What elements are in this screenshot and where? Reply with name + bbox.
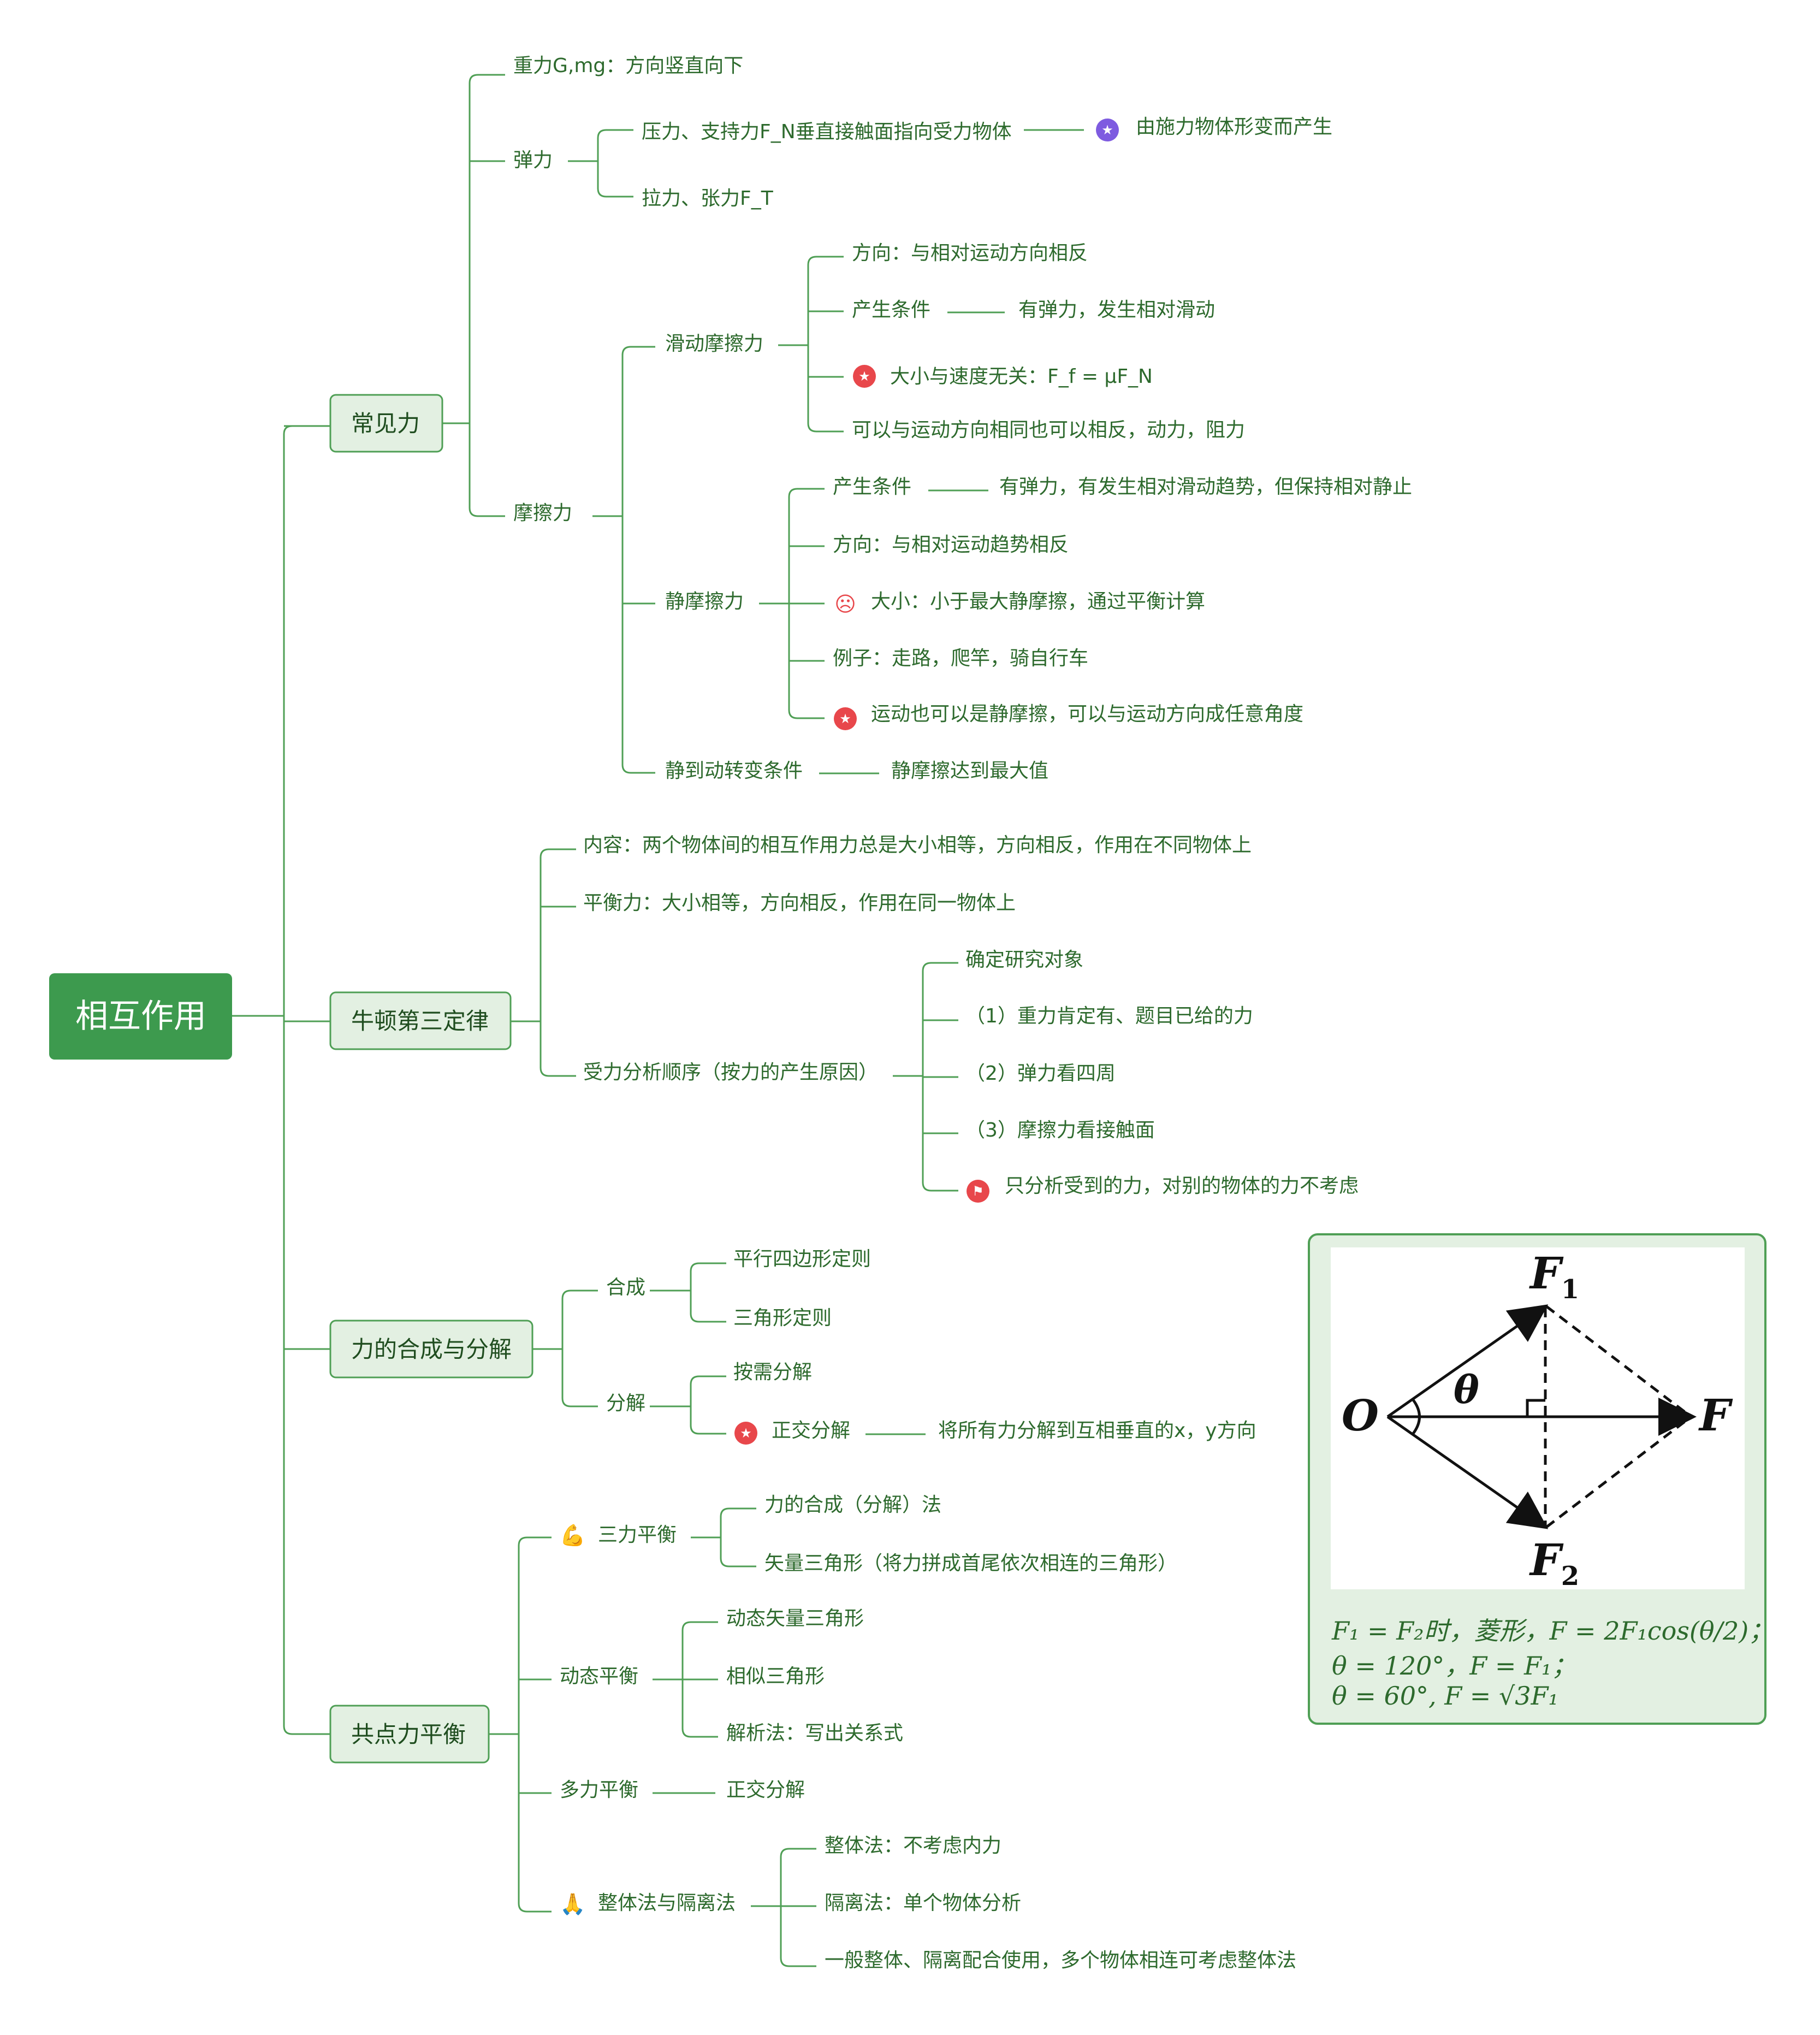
flexed-arm-icon: 💪	[560, 1523, 586, 1547]
label-f: F	[1698, 1389, 1733, 1441]
node-elastic[interactable]: 弹力	[513, 149, 553, 171]
node-n3-balance-force[interactable]: 平衡力：大小相等，方向相反，作用在同一物体上	[583, 892, 1016, 914]
flag-icon: ⚑	[967, 1180, 989, 1203]
node-order-3[interactable]: （2）弹力看四周	[965, 1062, 1116, 1085]
node-order-5[interactable]: 只分析受到的力，对别的物体的力不考虑	[1005, 1175, 1359, 1197]
star-icon: ★	[1096, 119, 1119, 141]
node-sliding-note[interactable]: 可以与运动方向相同也可以相反，动力，阻力	[852, 419, 1246, 441]
node-whole-isolation[interactable]: 整体法与隔离法	[598, 1892, 736, 1914]
rhombus-figure: O θ F1 F2 F	[1331, 1247, 1745, 1592]
node-three-force-1[interactable]: 力的合成（分解）法	[764, 1494, 942, 1516]
node-triangle-rule[interactable]: 三角形定则	[733, 1307, 832, 1329]
node-transition-value[interactable]: 静摩擦达到最大值	[891, 760, 1049, 782]
node-static-condition-value[interactable]: 有弹力，有发生相对滑动趋势，但保持相对静止	[999, 476, 1413, 498]
star-icon: ★	[834, 707, 857, 730]
node-parallelogram[interactable]: 平行四边形定则	[733, 1248, 872, 1270]
node-order-1[interactable]: 确定研究对象	[965, 949, 1084, 971]
praying-hands-icon: 🙏	[560, 1892, 586, 1916]
root-box	[49, 973, 232, 1060]
node-dynamic-2[interactable]: 相似三角形	[726, 1665, 825, 1688]
node-compose[interactable]: 合成	[606, 1276, 646, 1299]
node-sliding-direction[interactable]: 方向：与相对运动方向相反	[852, 242, 1088, 264]
note-formula-2: θ = 120°，F = F₁；	[1332, 1651, 1577, 1681]
label-f2: F2	[1529, 1534, 1579, 1589]
node-sliding-condition-value[interactable]: 有弹力，发生相对滑动	[1018, 299, 1216, 321]
node-dynamic-3[interactable]: 解析法：写出关系式	[726, 1722, 904, 1744]
node-sliding-magnitude[interactable]: 大小与速度无关：F_f = μF_N	[890, 365, 1153, 388]
node-static-friction[interactable]: 静摩擦力	[665, 590, 744, 613]
node-dynamic-1[interactable]: 动态矢量三角形	[726, 1607, 864, 1630]
node-sliding-condition[interactable]: 产生条件	[852, 299, 931, 321]
node-static-example[interactable]: 例子：走路，爬竿，骑自行车	[833, 647, 1089, 670]
note-formula-3: θ = 60°, F = √3F₁	[1332, 1681, 1558, 1711]
angry-face-icon: ☹	[834, 592, 856, 616]
star-icon: ★	[734, 1422, 757, 1445]
node-dynamic[interactable]: 动态平衡	[560, 1665, 639, 1688]
node-order-4[interactable]: （3）摩擦力看接触面	[965, 1119, 1155, 1141]
node-n3-content[interactable]: 内容：两个物体间的相互作用力总是大小相等，方向相反，作用在不同物体上	[583, 834, 1252, 856]
node-three-force-2[interactable]: 矢量三角形（将力拼成首尾依次相连的三角形）	[764, 1552, 1178, 1575]
node-transition[interactable]: 静到动转变条件	[665, 760, 803, 782]
node-whole-1[interactable]: 整体法：不考虑内力	[825, 1835, 1002, 1857]
node-multi[interactable]: 多力平衡	[560, 1779, 639, 1801]
node-static-magnitude[interactable]: 大小：小于最大静摩擦，通过平衡计算	[871, 590, 1206, 613]
topic-box-newton-third	[329, 991, 512, 1050]
topic-composition-decomposition[interactable]: 力的合成与分解	[351, 1336, 512, 1363]
topic-box-equilibrium	[329, 1705, 490, 1764]
note-formula-1: F₁ = F₂时，菱形，F = 2F₁cos(θ/2)；	[1332, 1616, 1774, 1646]
node-tension[interactable]: 拉力、张力F_T	[642, 187, 773, 210]
node-whole-2[interactable]: 隔离法：单个物体分析	[825, 1892, 1022, 1914]
node-friction[interactable]: 摩擦力	[513, 502, 573, 524]
label-theta: θ	[1454, 1367, 1479, 1412]
node-static-direction[interactable]: 方向：与相对运动趋势相反	[833, 534, 1069, 556]
node-on-demand[interactable]: 按需分解	[733, 1361, 813, 1383]
note-card[interactable]: O θ F1 F2 F F₁ = F₂时，菱形，F = 2F₁cos(θ/2)；…	[1308, 1233, 1774, 1725]
node-three-force[interactable]: 三力平衡	[598, 1524, 677, 1546]
label-o: O	[1342, 1391, 1379, 1441]
node-whole-3[interactable]: 一般整体、隔离配合使用，多个物体相连可考虑整体法	[825, 1949, 1297, 1972]
node-gravity[interactable]: 重力G,mg：方向竖直向下	[513, 55, 744, 77]
node-pressure-support[interactable]: 压力、支持力F_N垂直接触面指向受力物体	[642, 121, 1012, 143]
node-static-condition[interactable]: 产生条件	[833, 476, 912, 498]
node-decompose[interactable]: 分解	[606, 1392, 646, 1415]
topic-box-composition	[329, 1320, 533, 1379]
node-orthogonal[interactable]: 正交分解	[772, 1419, 851, 1442]
root-title[interactable]: 相互作用	[75, 997, 206, 1036]
node-multi-value[interactable]: 正交分解	[726, 1779, 805, 1801]
right-angle-mark	[1526, 1399, 1545, 1417]
node-order-2[interactable]: （1）重力肯定有、题目已给的力	[965, 1005, 1253, 1027]
dashed-f1-f	[1545, 1305, 1692, 1418]
topic-newton-third-law[interactable]: 牛顿第三定律	[351, 1008, 489, 1034]
rhombus-diagram: O θ F1 F2 F	[1342, 1247, 1733, 1592]
node-n3-analysis-order[interactable]: 受力分析顺序（按力的产生原因）	[583, 1061, 879, 1084]
topic-common-forces[interactable]: 常见力	[351, 410, 420, 437]
label-f1: F1	[1529, 1247, 1579, 1305]
node-sliding-friction[interactable]: 滑动摩擦力	[665, 333, 764, 355]
node-elastic-origin[interactable]: 由施力物体形变而产生	[1136, 116, 1333, 138]
topic-box-common-forces	[329, 394, 443, 453]
node-orthogonal-value[interactable]: 将所有力分解到互相垂直的x，y方向	[938, 1419, 1256, 1442]
topic-concurrent-equilibrium[interactable]: 共点力平衡	[351, 1721, 466, 1748]
vector-f1	[1386, 1304, 1549, 1418]
angle-arc	[1411, 1398, 1421, 1435]
vector-f2	[1386, 1415, 1549, 1529]
node-static-moving[interactable]: 运动也可以是静摩擦，可以与运动方向成任意角度	[871, 703, 1304, 725]
dashed-f2-f	[1545, 1416, 1692, 1528]
star-icon: ★	[853, 365, 876, 388]
